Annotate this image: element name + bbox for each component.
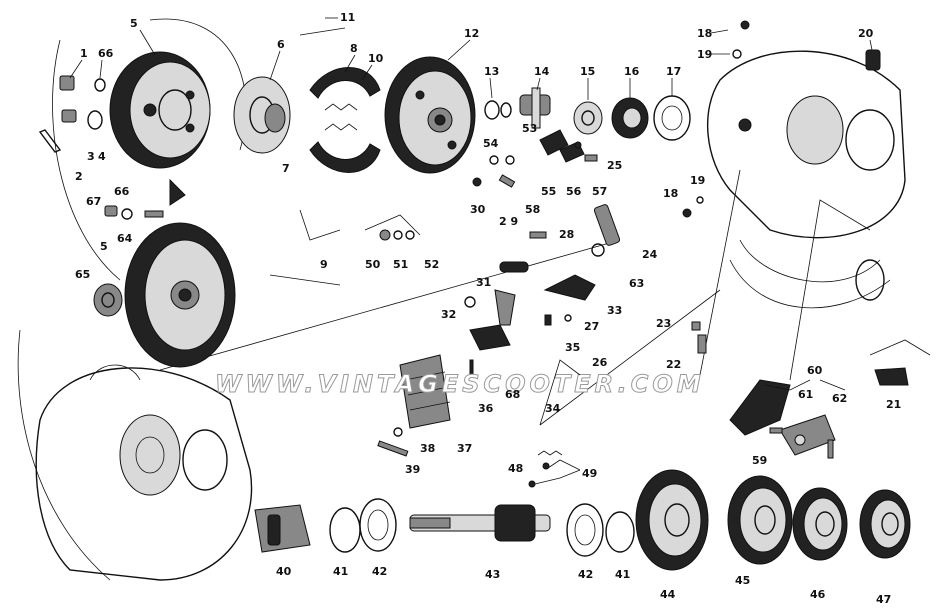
label-25: 25 — [607, 159, 622, 172]
label-1: 1 — [80, 47, 88, 60]
screws — [377, 427, 409, 457]
label-23: 23 — [656, 317, 671, 330]
label-48: 48 — [508, 462, 523, 475]
label-50: 50 — [365, 258, 381, 271]
label-4: 4 — [98, 150, 106, 163]
label-31: 31 — [476, 276, 491, 289]
selector-parts — [464, 204, 707, 354]
label-62: 62 — [832, 392, 847, 405]
label-14: 14 — [534, 65, 550, 78]
label-42-left: 42 — [372, 565, 387, 578]
left-bolts — [38, 75, 164, 220]
label-42-right: 42 — [578, 568, 593, 581]
label-20: 20 — [858, 27, 874, 40]
hub-flange — [233, 76, 291, 154]
label-38: 38 — [420, 442, 435, 455]
label-54: 54 — [483, 137, 499, 150]
label-12: 12 — [464, 27, 479, 40]
guide-lines — [17, 18, 931, 581]
label-68: 68 — [505, 388, 520, 401]
label-44: 44 — [660, 588, 676, 601]
lever-assembly — [729, 367, 909, 459]
brake-drum-upper — [109, 51, 211, 169]
label-7: 7 — [282, 162, 290, 175]
label-66-mid: 66 — [114, 185, 130, 198]
label-22: 22 — [666, 358, 681, 371]
gear-row — [254, 469, 911, 571]
label-56: 56 — [566, 185, 582, 198]
label-33: 33 — [607, 304, 622, 317]
label-11: 11 — [340, 11, 355, 24]
label-64: 64 — [117, 232, 133, 245]
label-8: 8 — [350, 42, 358, 55]
gasket-plate — [399, 354, 474, 429]
small-parts-row — [484, 87, 691, 141]
spring-balls — [528, 450, 563, 488]
label-40: 40 — [276, 565, 292, 578]
label-17: 17 — [666, 65, 681, 78]
label-39: 39 — [405, 463, 420, 476]
label-26: 26 — [592, 356, 608, 369]
label-43: 43 — [485, 568, 500, 581]
label-16: 16 — [624, 65, 640, 78]
label-41-right: 41 — [615, 568, 630, 581]
label-59: 59 — [752, 454, 767, 467]
label-55: 55 — [541, 185, 556, 198]
fasteners — [379, 129, 598, 241]
label-65: 65 — [75, 268, 90, 281]
label-57: 57 — [592, 185, 607, 198]
label-18-mid: 18 — [663, 187, 678, 200]
label-27: 27 — [584, 320, 599, 333]
label-18-top: 18 — [697, 27, 712, 40]
label-19-mid: 19 — [690, 174, 705, 187]
label-41-left: 41 — [333, 565, 348, 578]
label-19-top: 19 — [697, 48, 712, 61]
label-2: 2 — [75, 170, 83, 183]
part-labels: 1 66 5 6 8 10 11 12 13 14 15 16 17 18 19… — [75, 11, 901, 606]
label-47: 47 — [876, 593, 891, 606]
label-37: 37 — [457, 442, 472, 455]
label-36: 36 — [478, 402, 494, 415]
label-6: 6 — [277, 38, 285, 51]
watermark-text: WWW.VINTAGESCOOTER.COM — [215, 370, 705, 398]
label-53: 53 — [522, 122, 537, 135]
label-58: 58 — [525, 203, 540, 216]
label-29: 2 9 — [499, 215, 518, 228]
engine-casing-right — [682, 20, 906, 309]
label-13: 13 — [484, 65, 499, 78]
label-63: 63 — [629, 277, 644, 290]
label-35: 35 — [565, 341, 580, 354]
label-51: 51 — [393, 258, 408, 271]
label-21: 21 — [886, 398, 901, 411]
label-3: 3 — [87, 150, 95, 163]
label-49: 49 — [582, 467, 597, 480]
label-24: 24 — [642, 248, 658, 261]
engine-casing-left — [35, 364, 253, 581]
brake-backing-plate — [384, 56, 476, 174]
label-28: 28 — [559, 228, 574, 241]
label-46: 46 — [810, 588, 826, 601]
label-10: 10 — [368, 52, 384, 65]
label-leaders — [69, 17, 873, 485]
label-67: 67 — [86, 195, 101, 208]
brake-drum-lower — [93, 178, 236, 368]
label-60: 60 — [807, 364, 823, 377]
label-61: 61 — [798, 388, 813, 401]
watermark: WWW.VINTAGESCOOTER.COM — [215, 370, 705, 399]
label-15: 15 — [580, 65, 595, 78]
brake-shoes — [309, 67, 381, 173]
label-52: 52 — [424, 258, 439, 271]
label-5-upper: 5 — [130, 17, 138, 30]
label-66: 66 — [98, 47, 114, 60]
label-9: 9 — [320, 258, 328, 271]
label-34: 34 — [545, 402, 561, 415]
label-32: 32 — [441, 308, 456, 321]
label-45: 45 — [735, 574, 750, 587]
label-30: 30 — [470, 203, 486, 216]
label-5-lower: 5 — [100, 240, 108, 253]
